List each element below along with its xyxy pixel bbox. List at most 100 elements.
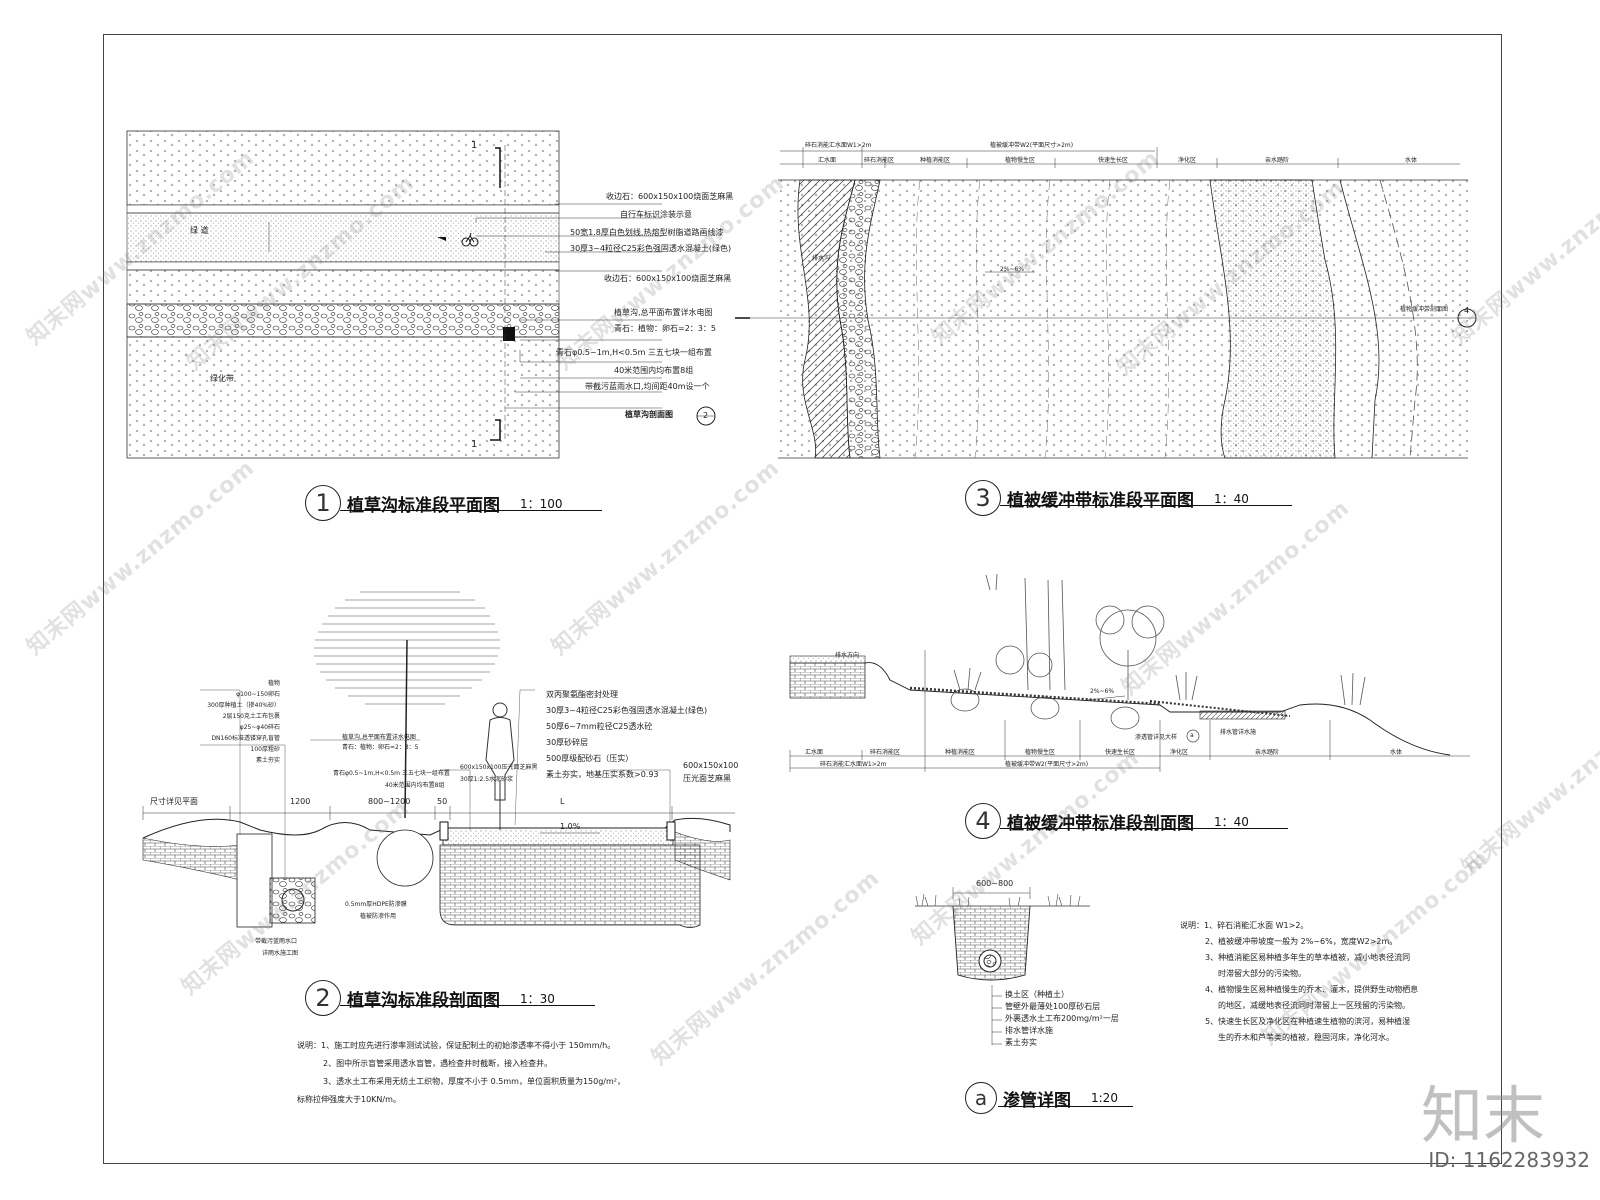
p4-zone-5: 快速生长区 [1105,749,1136,756]
panel-a-title-underline [998,1106,1133,1107]
drawing-frame [103,34,1502,1164]
panel1-title: 1 植草沟标准段平面图 1：100 [305,485,563,521]
pa-label-4: 排水管详水施 [1005,1026,1053,1035]
p1-cut-mark-bottom: 1 [471,439,478,450]
p2-left-label: DN160标准透镂穿孔盲管 [211,735,280,742]
pa-label-3: 外裹透水土工布200mg/m²一层 [1005,1014,1119,1023]
p3-zone-3: 种植消能区 [920,157,951,164]
panel4-title-underline [1000,828,1288,829]
p2-right-labels: 双丙聚氨酯密封处理 30厚3~4粒径C25彩色强固透水混凝土(绿色) 50厚6~… [546,690,707,786]
p2-left-label: 素土夯实 [255,757,280,764]
panel-a-detail-drawing [915,887,1090,1045]
p4-zone-8: 水体 [1390,749,1403,756]
panel4-scale: 1：40 [1214,814,1249,829]
p2-right-label: 素土夯实，地基压实系数>0.93 [546,770,659,779]
p4-bottom-dim-2: 植被缓冲带W2(平面尺寸>2m) [1005,761,1089,768]
p2-label-hdpe: 0.5mm厚HDPE防渗膜 [345,901,407,908]
image-id: ID: 1162283932 [1428,1148,1590,1172]
p4-zone-2: 碎石消能区 [870,749,901,756]
p2-mid-label-ratio: 青石：植物：卵石=2：3：5 [342,744,419,751]
p1-label-swale: 植草沟,总平面布置详水电图 [614,308,713,317]
p2-right-label: 500厚级配砂石（压实） [546,754,634,763]
panel3-title: 3 植被缓冲带标准段平面图 1：40 [965,480,1249,516]
panel1-title-underline [340,510,602,511]
p4-zone-1: 汇水面 [805,749,824,756]
p4-infiltration-pipe: 渗透管详见大样 [1135,734,1178,741]
p2-left-labels: 植物 φ100~150卵石 300厚种植土（掺40%砂） 2层150克土工布包裹… [205,680,280,768]
right-note-7: 5、快速生长区及净化区在种植速生植物的滨河，易种植湿 [1205,1017,1411,1026]
p2-right-label: 双丙聚氨酯密封处理 [546,690,618,699]
p3-section-ref: 植物缓冲带剖面图 [1400,306,1449,313]
p2-mid-label-edge: 600x150x100压光面芝麻黑 [460,764,538,771]
panel1-number: 1 [305,485,341,521]
p2-label-inlet: 带截污蓝雨水口 [255,938,298,945]
p2-left-label: φ25~φ40碎石 [239,724,280,731]
p1-label-groups: 40米范围内均布置8组 [614,366,694,375]
pa-dim: 600~800 [976,879,1014,888]
p1-label-ratio: 青石：植物：卵石=2：3：5 [614,324,716,333]
panel2-title: 2 植草沟标准段剖面图 1：30 [305,980,555,1016]
p3-section-ref-number: 4 [1464,306,1470,315]
p2-left-label: φ100~150卵石 [236,691,280,698]
p2-mid-label-mortar: 30厚1:2.5水泥砂浆 [460,776,514,783]
p3-zone-4: 植物慢生区 [1005,157,1036,164]
brand-logo-text: 知末 [1420,1079,1545,1152]
p3-zone-2: 碎石消能区 [864,157,895,164]
p1-label-edge-stone-bottom: 收边石：600x150x100烧面芝麻黑 [604,274,732,283]
p3-swale-label: 排水沟 [812,255,831,262]
p1-label-white-line: 50宽1.8厚白色划线,热熔型树脂道路画线漆 [570,228,724,237]
p2-dim-800-1200: 800~1200 [368,797,411,806]
p3-zone-8: 水体 [1405,157,1418,164]
p3-zone-1: 汇水面 [818,157,837,164]
p2-note-3: 3、透水土工布采用无纺土工织物，厚度不小于 0.5mm，单位面积质量为150g/… [323,1077,625,1086]
panel3-number: 3 [965,480,1001,516]
p3-zone-6: 净化区 [1178,157,1197,164]
panel1-scale: 1：100 [520,496,563,511]
pa-label-2: 管壁外最薄处100厚砂石层 [1005,1002,1101,1011]
panel1-title-text: 植草沟标准段平面图 [347,495,500,516]
right-note-5: 4、植物慢生区易种植慢生的乔木、灌木，提供野生动物栖息 [1205,985,1419,994]
p2-dim-50: 50 [437,797,448,806]
p1-greenbelt-label: 绿化带 [210,374,234,383]
panel3-title-text: 植被缓冲带标准段平面图 [1007,490,1194,511]
p4-zone-3: 种植消能区 [945,749,976,756]
panel2-scale: 1：30 [520,991,555,1006]
p2-slope: 1.0% [560,822,581,831]
p2-dim-L: L [560,797,565,806]
p4-zone-7: 亲水踏阶 [1255,749,1280,756]
p2-note-1: 说明：1、施工时应先进行渗率测试试验，保证配制土的初始渗透率不得小于 150mm… [297,1041,616,1050]
right-note-2: 2、植被缓冲带坡度一般为 2%~6%，宽度W2>2m。 [1205,937,1398,946]
panel-a-number: a [965,1082,997,1114]
p2-note-4: 标称拉伸强度大于10KN/m。 [297,1095,401,1104]
right-note-3: 3、种植消能区易种植多年生的草本植被，减小地表径流同 [1205,953,1411,962]
p2-left-label: 100厚粗砂 [250,746,280,753]
p3-zone-7: 亲水踏阶 [1265,157,1290,164]
p2-right-label: 50厚6~7mm粒径C25透水砼 [546,722,653,731]
pa-label-5: 素土夯实 [1005,1038,1037,1047]
p2-mid-label-groups: 40米范围内均布置8组 [385,782,445,789]
right-note-4: 时滞留大部分的污染物。 [1218,969,1306,978]
p1-label-inlet: 带截污蓝雨水口,均间距40m设一个 [585,382,710,391]
p1-label-stone-arrangement: 青石φ0.5~1m,H<0.5m 三五七块一组布置 [556,348,712,357]
panel3-title-underline [1000,505,1292,506]
p1-cut-mark-top: 1 [471,140,478,151]
p1-label-concrete: 30厚3~4粒径C25彩色强固透水混凝土(绿色) [570,244,732,253]
p2-mid-label-swale: 植草沟,总平面布置详水电图 [342,734,416,741]
p3-top-dim-2: 植被缓冲带W2(平面尺寸>2m) [990,142,1074,149]
right-note-1: 说明：1、碎石消能汇水面 W1>2。 [1180,921,1309,930]
panel-a-title: a 渗管详图 1:20 [965,1082,1118,1114]
panel3-scale: 1：40 [1214,491,1249,506]
p1-greenway-label: 绿 道 [190,226,209,235]
panel4-number: 4 [965,803,1001,839]
p2-dim-1200: 1200 [290,797,311,806]
p4-detail-ref: a [1190,732,1194,739]
p3-slope: 2%~6% [1000,266,1025,273]
p1-label-edge-stone-top: 收边石：600x150x100烧面芝麻黑 [606,192,734,201]
p2-left-label: 300厚种植土（掺40%砂） [207,702,280,709]
pa-label-1: 换土区（种植土） [1005,990,1069,999]
p4-bottom-dim-1: 碎石消能汇水面W1>2m [820,761,887,768]
p4-drain-pipe: 排水管详水施 [1220,729,1257,736]
panel2-number: 2 [305,980,341,1016]
